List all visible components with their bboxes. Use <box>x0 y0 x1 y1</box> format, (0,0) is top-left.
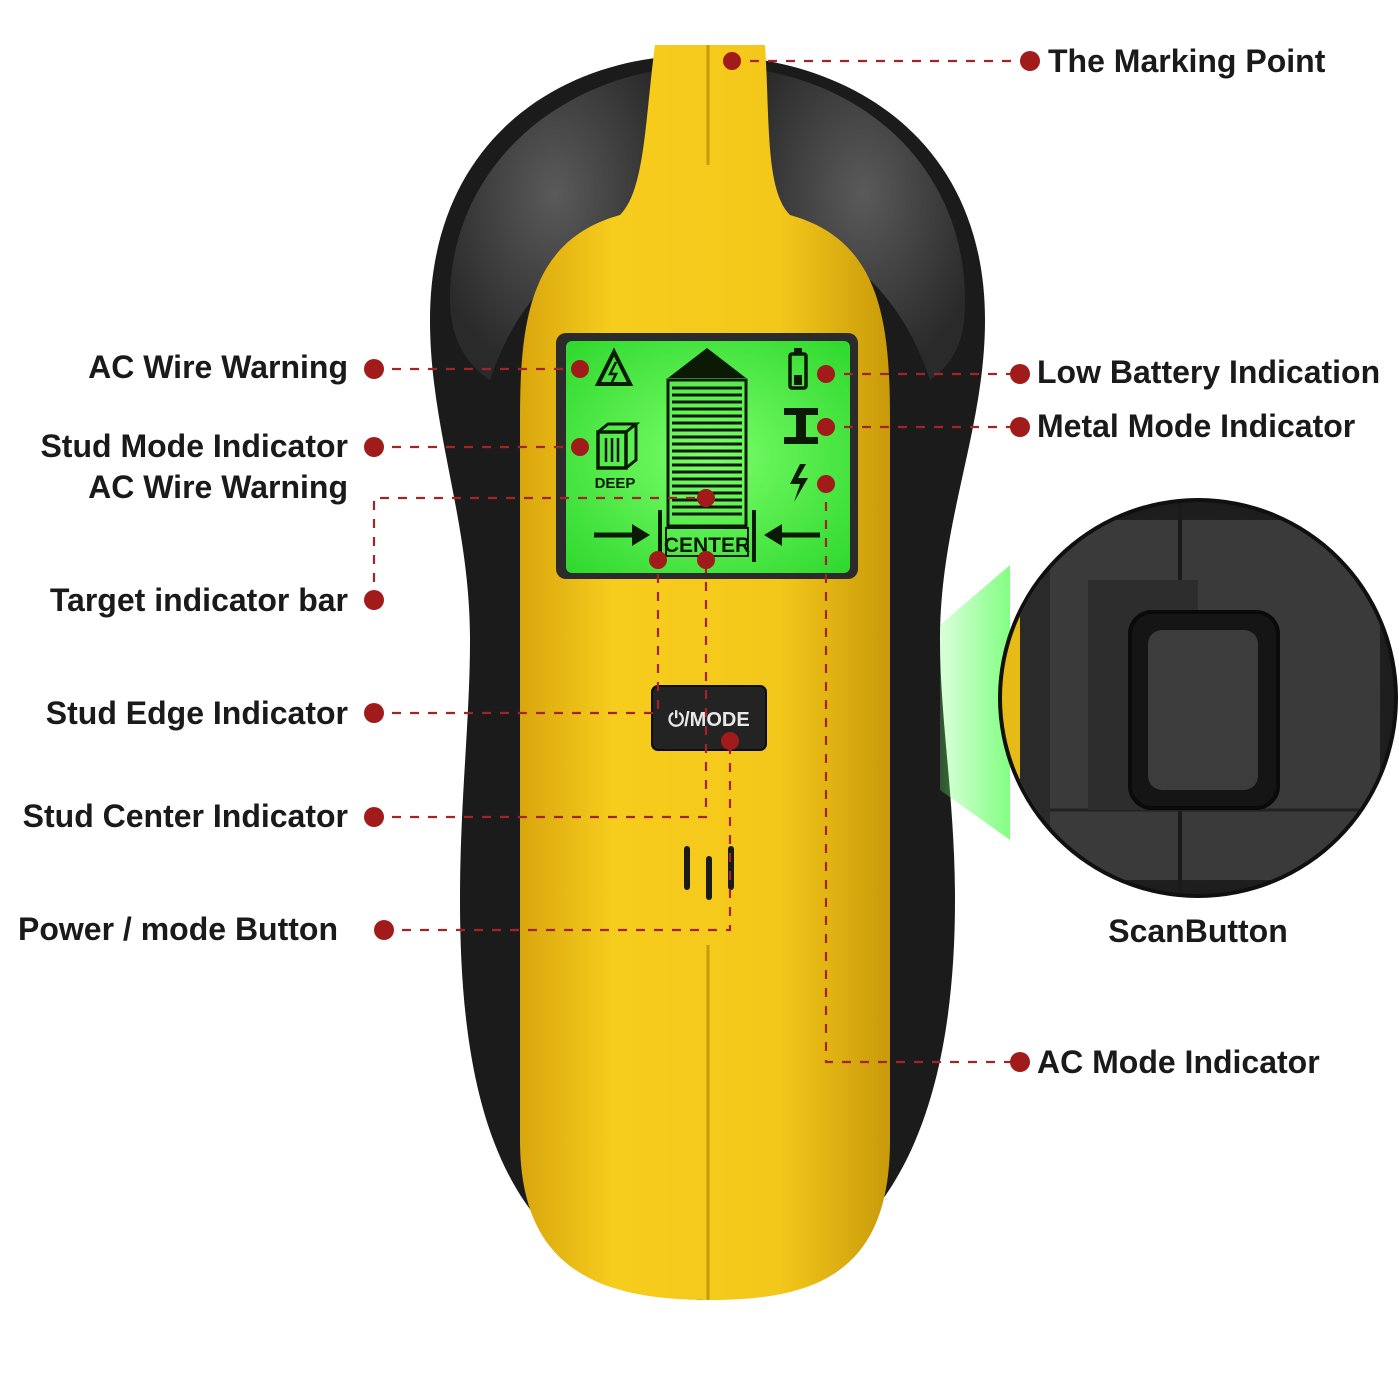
ac-warning-icon <box>594 347 634 386</box>
scan-button[interactable] <box>1148 630 1258 790</box>
lcd-deep-label: DEEP <box>595 475 636 492</box>
label-target-indicator-bar: Target indicator bar <box>50 582 348 618</box>
left-edge-arrow-icon <box>594 524 650 546</box>
power-mode-button[interactable] <box>651 685 767 751</box>
label-marking-point: The Marking Point <box>1048 43 1326 79</box>
label-ac-mode-indicator: AC Mode Indicator <box>1037 1044 1320 1080</box>
label-stud-center-indicator: Stud Center Indicator <box>23 798 348 834</box>
label-ac-wire-warning-top: AC Wire Warning <box>88 349 348 385</box>
scan-button-label: ScanButton <box>1108 913 1288 949</box>
label-power-mode-button: Power / mode Button <box>18 911 338 947</box>
label-ac-wire-warning-second: AC Wire Warning <box>88 469 348 505</box>
label-low-battery-indication: Low Battery Indication <box>1037 354 1380 390</box>
callout-dots <box>364 51 1040 1072</box>
lcd-center-label: CENTER <box>664 534 750 557</box>
power-mode-button-label: ⏻/MODE <box>668 709 749 731</box>
right-grip-pad <box>760 70 965 380</box>
zoom-beam <box>940 565 1010 840</box>
metal-beam-icon <box>784 408 818 444</box>
stud-block-icon <box>596 422 641 470</box>
stud-finder-device: DEEP CENTER <box>430 45 985 1300</box>
left-grip-pad <box>450 70 660 380</box>
scan-button-zoom: ScanButton <box>940 498 1398 949</box>
battery-icon <box>788 348 808 390</box>
label-metal-mode-indicator: Metal Mode Indicator <box>1037 408 1355 444</box>
callout-leaders <box>372 59 1030 1064</box>
label-stud-mode-indicator: Stud Mode Indicator <box>40 428 348 464</box>
label-stud-edge-indicator: Stud Edge Indicator <box>46 695 348 731</box>
lightning-icon <box>790 464 808 502</box>
right-edge-arrow-icon <box>764 524 820 546</box>
